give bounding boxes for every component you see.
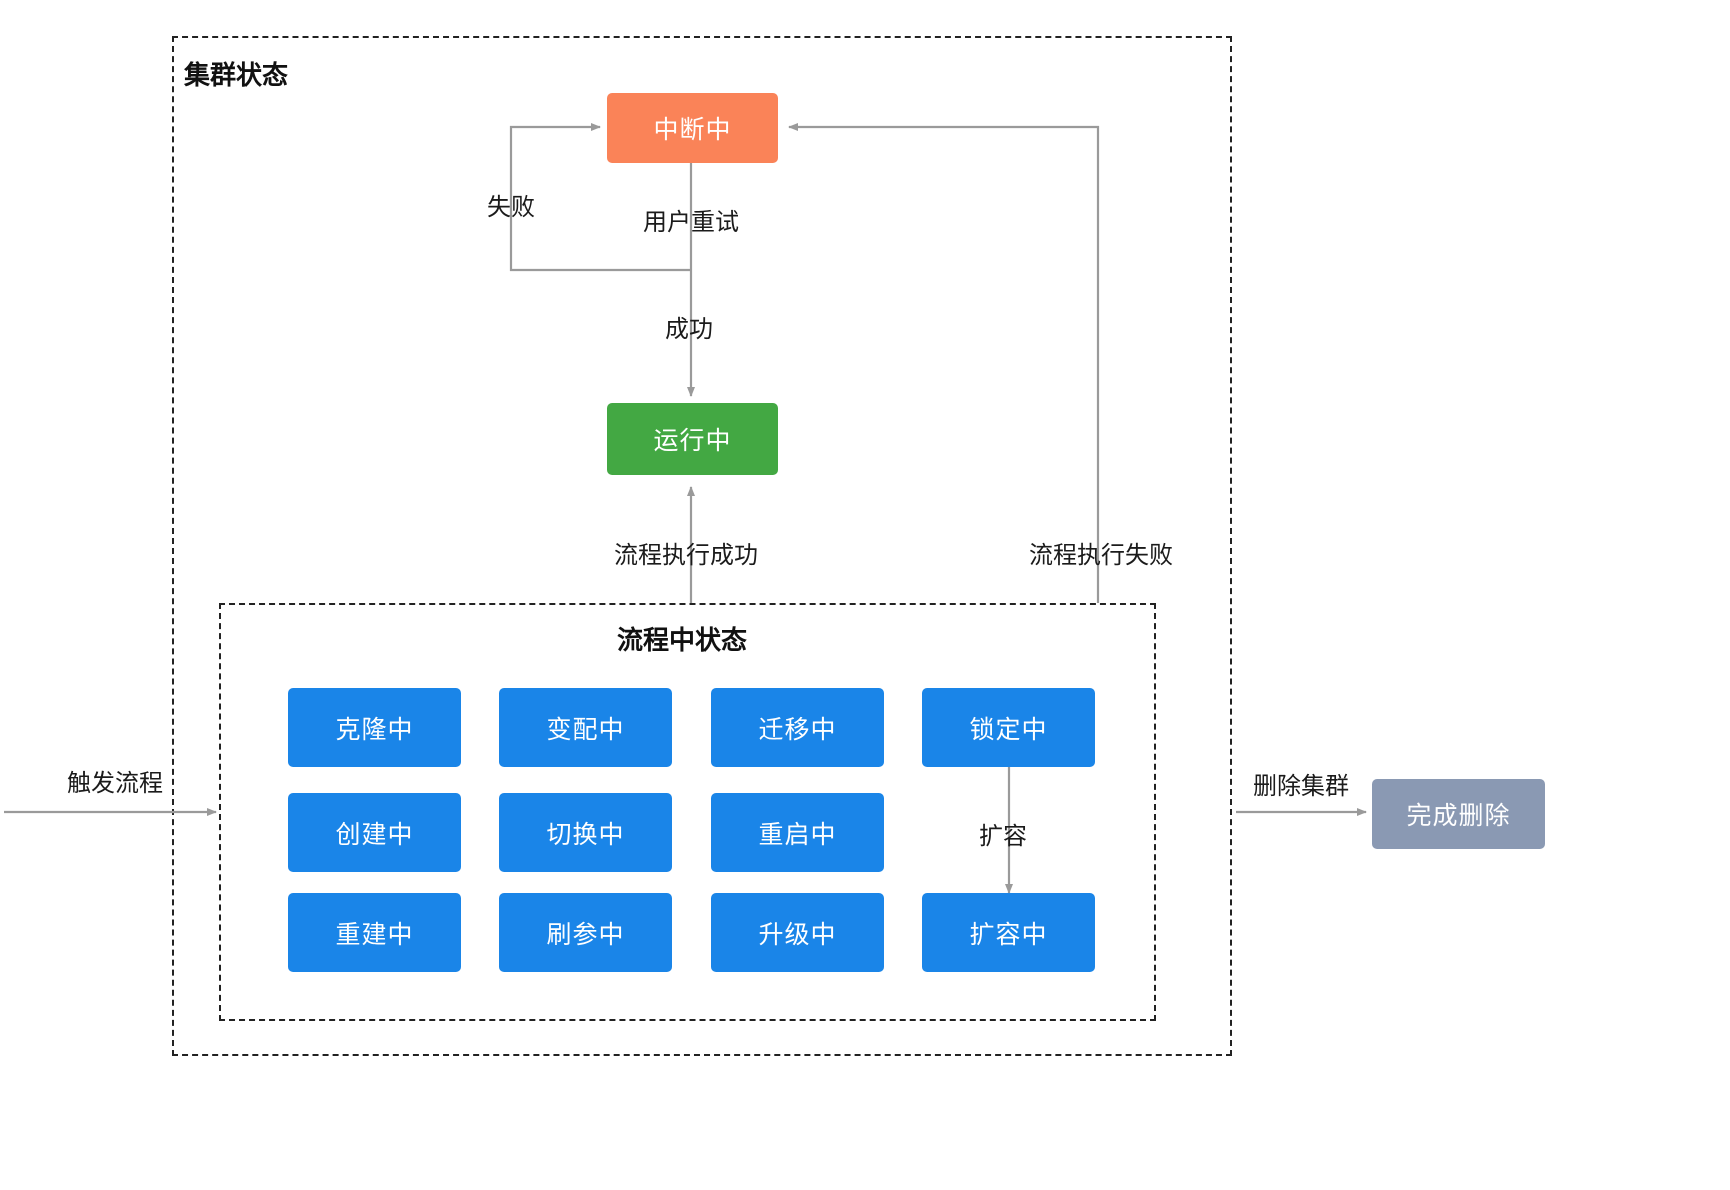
node-creating[interactable]: 创建中	[288, 793, 461, 872]
edge-label-success: 成功	[665, 316, 713, 343]
process-state-container	[219, 603, 1156, 1021]
edge-label-flow-failed: 流程执行失败	[1029, 542, 1173, 569]
edge-label-user-retry: 用户重试	[643, 209, 739, 236]
process-state-title: 流程中状态	[617, 625, 748, 655]
node-migrating[interactable]: 迁移中	[711, 688, 884, 767]
node-locking[interactable]: 锁定中	[922, 688, 1095, 767]
node-running[interactable]: 运行中	[607, 403, 778, 475]
node-refresh-params[interactable]: 刷参中	[499, 893, 672, 972]
node-delete-done[interactable]: 完成删除	[1372, 779, 1545, 849]
edge-fail	[509, 123, 691, 272]
node-reconfiguring[interactable]: 变配中	[499, 688, 672, 767]
edge-flow-failed	[788, 123, 1100, 603]
node-restarting[interactable]: 重启中	[711, 793, 884, 872]
node-interrupting[interactable]: 中断中	[607, 93, 778, 163]
edge-label-flow-success: 流程执行成功	[614, 542, 758, 569]
edge-label-scale-out: 扩容	[979, 823, 1027, 850]
edge-label-delete-cluster: 删除集群	[1253, 773, 1349, 800]
node-switching[interactable]: 切换中	[499, 793, 672, 872]
node-rebuilding[interactable]: 重建中	[288, 893, 461, 972]
cluster-state-container	[172, 36, 1232, 1056]
node-upgrading[interactable]: 升级中	[711, 893, 884, 972]
cluster-state-title: 集群状态	[184, 60, 289, 90]
edge-label-fail: 失败	[487, 194, 535, 221]
node-cloning[interactable]: 克隆中	[288, 688, 461, 767]
edge-label-trigger-flow: 触发流程	[67, 770, 163, 797]
node-scaling-out[interactable]: 扩容中	[922, 893, 1095, 972]
